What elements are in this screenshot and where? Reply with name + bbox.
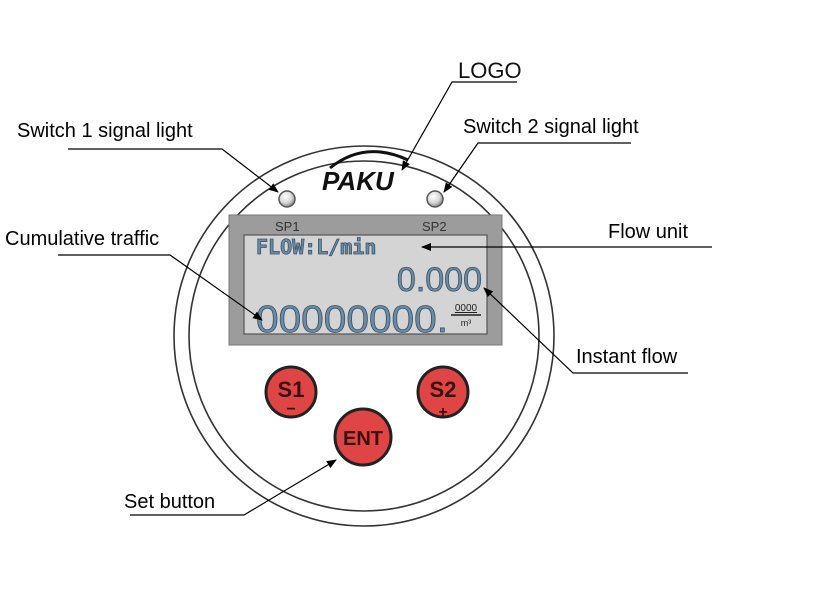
switch1-callout-line <box>68 148 279 193</box>
set-button-callout-label: Set button <box>124 491 215 513</box>
logo-callout-line <box>401 81 455 171</box>
s2-button-label: S2 <box>430 377 457 402</box>
switch2-callout-label: Switch 2 signal light <box>463 116 639 138</box>
switch2-light <box>426 190 444 208</box>
minus-icon: − <box>286 401 295 418</box>
sp2-label: SP2 <box>422 219 447 234</box>
lcd-screen <box>243 234 488 335</box>
sp1-label: SP1 <box>275 219 300 234</box>
s2-button[interactable]: S2 + <box>416 365 470 421</box>
switch1-callout-label: Switch 1 signal light <box>17 120 193 142</box>
plus-icon: + <box>438 404 447 421</box>
lcd-cumulative-unit: m³ <box>461 318 472 328</box>
lcd-instant-flow-value: 0.000 <box>397 261 482 299</box>
ent-button[interactable]: ENT <box>333 407 393 467</box>
switch2-callout-line <box>443 142 631 193</box>
inner-bezel <box>188 160 540 512</box>
ent-button-label: ENT <box>343 428 383 450</box>
s1-button-label: S1 <box>278 377 305 402</box>
brand-logo-text: PAKU <box>322 166 395 196</box>
logo-callout-label: LOGO <box>458 58 522 83</box>
s1-button[interactable]: S1 − <box>264 365 318 419</box>
cumulative-callout-label: Cumulative traffic <box>5 228 159 250</box>
lcd-cumulative-value: 00000000. <box>256 299 448 341</box>
flow-unit-callout-label: Flow unit <box>608 221 688 243</box>
set-button-callout-line <box>130 459 337 516</box>
switch1-light <box>278 190 296 208</box>
lcd-cumulative-fraction: 0000 <box>455 303 478 314</box>
brand-logo: PAKU <box>322 150 409 196</box>
instant-flow-callout-line <box>483 287 688 374</box>
cumulative-callout-line <box>58 254 263 321</box>
lcd-flow-unit-text: FLOW:L/min <box>256 235 376 259</box>
instant-flow-callout-label: Instant flow <box>576 346 678 368</box>
outer-bezel <box>173 145 555 527</box>
